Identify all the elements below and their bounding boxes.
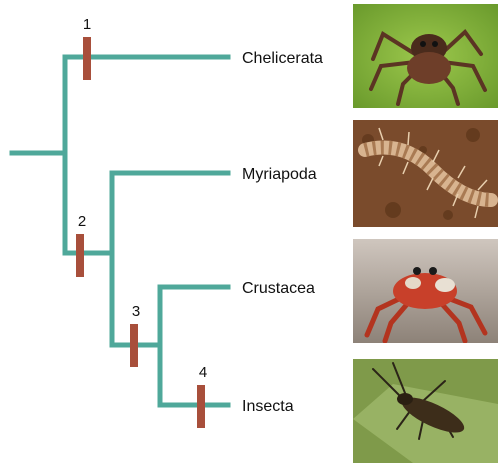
marker-2-bar (76, 234, 84, 277)
marker-1-bar (83, 37, 91, 80)
marker-4-label: 4 (199, 364, 207, 381)
taxon-labels: Chelicerata Myriapoda Crustacea Insecta (242, 50, 323, 415)
marker-labels: 1 2 3 4 (78, 16, 207, 381)
taxon-label-insecta: Insecta (242, 398, 294, 415)
taxon-label-chelicerata: Chelicerata (242, 50, 323, 67)
character-markers (76, 37, 205, 428)
taxon-label-crustacea: Crustacea (242, 280, 315, 297)
beetle-photo (353, 359, 498, 463)
taxon-label-myriapoda: Myriapoda (242, 166, 317, 183)
crab-photo (353, 239, 498, 343)
marker-3-label: 3 (132, 303, 140, 320)
centipede-photo (353, 120, 498, 227)
marker-4-bar (197, 385, 205, 428)
marker-1-label: 1 (83, 16, 91, 33)
cladogram-branches (12, 57, 228, 405)
marker-3-bar (130, 324, 138, 367)
spider-photo (353, 4, 498, 108)
marker-2-label: 2 (78, 213, 86, 230)
